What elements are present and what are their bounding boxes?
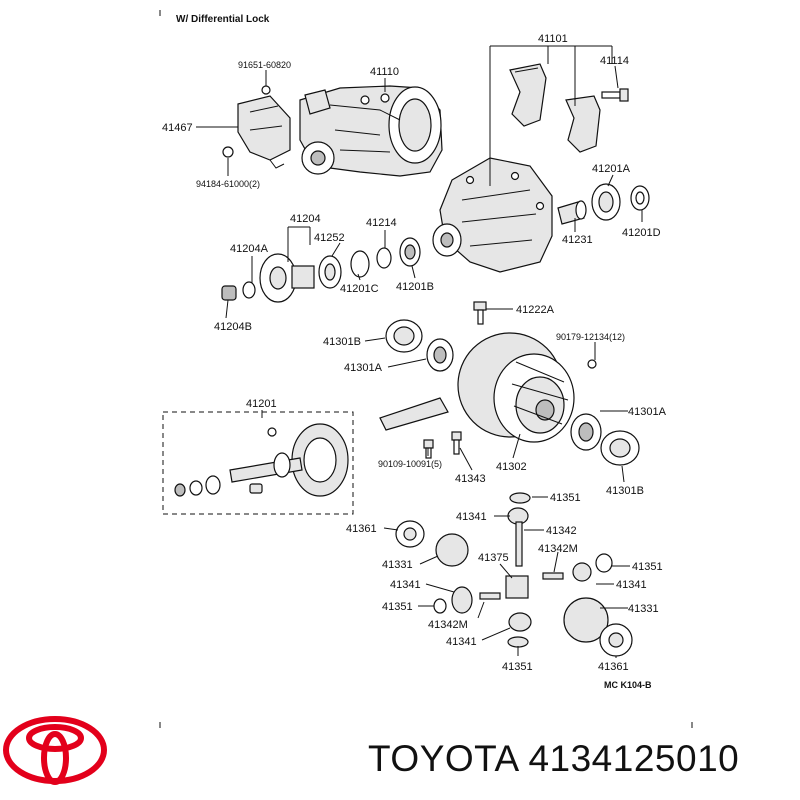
label-41110: 41110 [370,66,399,78]
ring-pinion-kit-drawing [174,423,349,497]
diagram-title: W/ Differential Lock [176,14,270,25]
bearing-cap-upper-drawing [509,63,547,127]
label-41467: 41467 [162,122,193,134]
bolts-90109-41343-drawing [423,431,462,459]
label-41214: 41214 [366,217,397,229]
label-41361-left: 41361 [346,523,377,535]
bearing-race-41301B-top-drawing [385,319,423,353]
label-41361-right: 41361 [598,661,629,673]
label-41201A-top: 41201A [592,163,631,175]
bearing-race-41301B-bottom-drawing [600,430,640,466]
label-41231: 41231 [562,234,593,246]
label-41351-d: 41351 [502,661,533,673]
label-94184-61000: 94184-61000(2) [196,179,260,189]
label-41341-d: 41341 [446,636,477,648]
bearing-cap-lower-drawing [565,95,601,153]
label-41201: 41201 [246,398,277,410]
bearing-41201A-drawing [591,183,650,221]
label-41222A: 41222A [516,304,555,316]
toyota-logo-icon [3,716,107,785]
bearing-41301A-left-drawing [426,338,454,372]
ring-gear-and-case-drawing [379,332,597,443]
label-90179-12134: 90179-12134(12) [556,332,625,342]
kit-41201-dashed-box [162,411,354,515]
label-41252: 41252 [314,232,345,244]
carrier-housing-drawing [432,157,553,273]
label-41204A: 41204A [230,243,269,255]
carrier-assembly-drawing [299,85,443,177]
label-41301A-right: 41301A [628,406,667,418]
label-41343: 41343 [455,473,486,485]
label-41201B: 41201B [396,281,434,293]
label-41204B: 41204B [214,321,252,333]
diagram-code: MC K104-B [604,680,652,690]
label-41302: 41302 [496,461,527,473]
label-41375: 41375 [478,552,509,564]
label-41331-right: 41331 [628,603,659,615]
label-41341-b: 41341 [390,579,421,591]
label-41301B-bottom: 41301B [606,485,644,497]
bolt-41222A-drawing [473,301,487,325]
label-41342: 41342 [546,525,577,537]
label-41342M-b: 41342M [428,619,468,631]
brand-part-number: TOYOTA 4134125010 [368,738,740,779]
label-41114: 41114 [600,55,629,67]
label-41301A-left: 41301A [344,362,383,374]
label-41351-b: 41351 [632,561,663,573]
label-41351-c: 41351 [382,601,413,613]
bearing-41301A-right-drawing [570,413,602,451]
bolt-41114-drawing [601,88,629,102]
sleeve-41231-drawing [557,200,587,225]
companion-flange-drawing [221,253,315,303]
label-41342M-a: 41342M [538,543,578,555]
corner-marks [159,10,693,728]
label-41351-a: 41351 [550,492,581,504]
label-41301B-top: 41301B [323,336,361,348]
label-41341-c: 41341 [616,579,647,591]
bracket-41467-drawing [222,85,291,169]
seal-bearing-group-drawing [318,237,421,289]
label-90109-10091: 90109-10091(5) [378,459,442,469]
label-41101: 41101 [538,33,568,45]
spider-gear-cluster-drawing [395,492,633,657]
label-41341-a: 41341 [456,511,487,523]
label-41331-left: 41331 [382,559,413,571]
label-41204: 41204 [290,213,321,225]
leader-lines [196,45,643,658]
label-41201C: 41201C [340,283,379,295]
label-41201D: 41201D [622,227,661,239]
label-91651-60820: 91651-60820 [238,60,291,70]
